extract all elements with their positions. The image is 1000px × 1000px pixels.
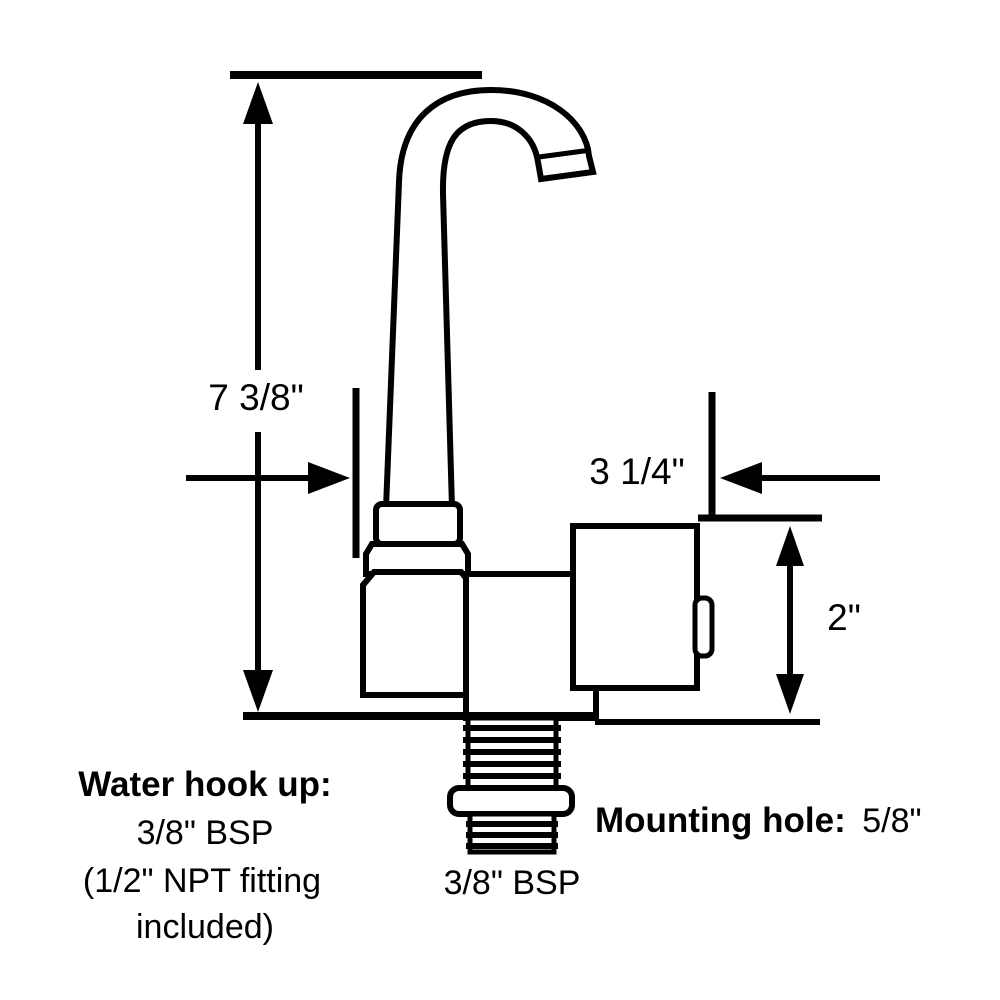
arrow-up-icon (243, 82, 273, 124)
arrow-down-icon (776, 674, 804, 714)
water-hookup-note: Water hook up: 3/8" BSP (1/2" NPT fittin… (78, 765, 331, 946)
text-labels: Water hook up: 3/8" BSP (1/2" NPT fittin… (78, 765, 921, 946)
water-hookup-note-line1: (1/2" NPT fitting (83, 862, 321, 900)
valve-height-dimension-label: 2" (827, 597, 861, 638)
stem-washer-nut (447, 785, 575, 817)
dimension-annotations: 7 3/8" 3 1/4" 2" (186, 71, 880, 725)
arrow-up-icon (776, 526, 804, 566)
arrow-down-icon (243, 670, 273, 712)
valve-height-dimension: 2" (698, 514, 861, 714)
height-dimension-label: 7 3/8" (208, 377, 303, 418)
width-dimension: 3 1/4" (186, 388, 880, 558)
valve-arm (570, 523, 700, 691)
mounting-hole-text: Mounting hole: 5/8" (595, 801, 922, 840)
water-hookup-title: Water hook up: (78, 765, 331, 804)
arrow-right-icon (308, 462, 350, 494)
stem-thread-label: 3/8" BSP (444, 864, 581, 902)
height-dimension: 7 3/8" (208, 82, 304, 712)
faucet-drawing (360, 86, 715, 855)
body-left-block (360, 569, 473, 698)
mounting-hole-label: Mounting hole: (595, 801, 846, 840)
spout-tip-band (538, 147, 592, 160)
faucet-spout (382, 86, 597, 511)
water-hookup-note-line2: included) (136, 908, 274, 946)
spout-collar-nut (373, 501, 463, 547)
arrow-left-icon (720, 462, 762, 494)
stem-lower-thread-ridges (466, 821, 558, 849)
water-hookup-spec: 3/8" BSP (137, 814, 274, 852)
valve-end-cap (692, 595, 715, 659)
stem-upper-thread-ridges (463, 725, 561, 779)
mounting-hole-value: 5/8" (862, 802, 921, 840)
width-dimension-label: 3 1/4" (589, 451, 684, 492)
